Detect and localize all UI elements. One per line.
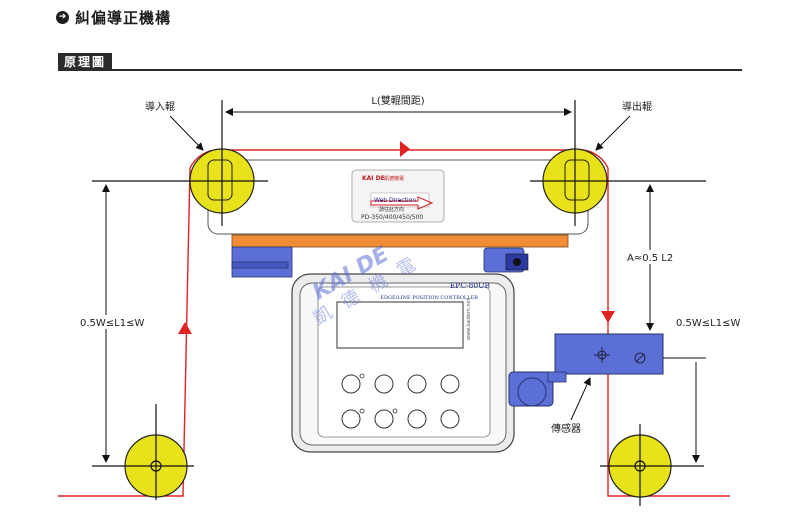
sensor-assembly: [508, 333, 664, 407]
web-direction-arrow-left: [178, 322, 192, 334]
bottom-right-roller: [600, 424, 704, 506]
roller-centerlines: [92, 100, 706, 226]
section-divider: [58, 69, 742, 71]
nameplate-brand: KAI DE: [362, 175, 385, 182]
controller-button[interactable]: [440, 409, 460, 429]
controller-button[interactable]: [341, 374, 361, 394]
left-distance-label: 0.5W≤L1≤W: [80, 318, 144, 329]
web-path: [58, 149, 730, 497]
controller-button[interactable]: [374, 374, 394, 394]
outlet-roller-label: 導出輥: [622, 100, 652, 113]
controller-model: EPC-80UB: [450, 281, 491, 290]
inlet-roller-leader: [169, 115, 204, 151]
controller-unit: EPC-80UB EDGE/LINE POSITION CONTROLLER w…: [291, 242, 515, 453]
controller-button[interactable]: [407, 374, 427, 394]
controller-button[interactable]: [374, 409, 394, 429]
controller-button[interactable]: [440, 374, 460, 394]
blue-bracket: [483, 247, 529, 273]
controller-display: [336, 301, 464, 349]
controller-button[interactable]: [407, 409, 427, 429]
bottom-left-roller: [92, 404, 194, 500]
controller-side-text: www.kaidem.net: [466, 298, 472, 340]
page-title: 糾偏導正機構: [75, 8, 172, 27]
outlet-roller-leader: [595, 115, 631, 151]
roller-distance-label: L(雙輥間距): [371, 94, 424, 107]
nameplate-brand-cn: 凱德機電: [384, 175, 404, 182]
web-direction-arrow-top: [400, 141, 410, 157]
controller-buttons: [341, 374, 460, 429]
sensor-leader: [570, 377, 591, 421]
nameplate-models: PD-350/400/450/500: [361, 214, 423, 221]
nameplate-tag: Web Direction: [374, 197, 416, 204]
nameplate: KAI DE 凱德機電 Web Direction 請往此方向 PD-350/4…: [351, 169, 445, 223]
orange-platform: [231, 234, 569, 248]
arrow-circle-icon: ➜: [56, 10, 69, 24]
web-direction-arrow-right: [601, 311, 615, 323]
inlet-roller-label: 導入輥: [145, 100, 175, 113]
right-distance-label: 0.5W≤L1≤W: [676, 318, 740, 329]
nameplate-tag-cn: 請往此方向: [379, 206, 404, 213]
page-heading: ➜ 糾偏導正機構: [56, 6, 171, 28]
sensor-label: 傳感器: [551, 422, 581, 435]
section-badge: 原理圖: [58, 53, 113, 71]
blue-rail: [231, 246, 293, 278]
controller-button[interactable]: [341, 409, 361, 429]
controller-subtitle: EDGE/LINE POSITION CONTROLLER: [380, 295, 478, 301]
a-distance-label: A≈0.5 L2: [627, 253, 673, 264]
controller-indicator-leds: [359, 373, 398, 414]
